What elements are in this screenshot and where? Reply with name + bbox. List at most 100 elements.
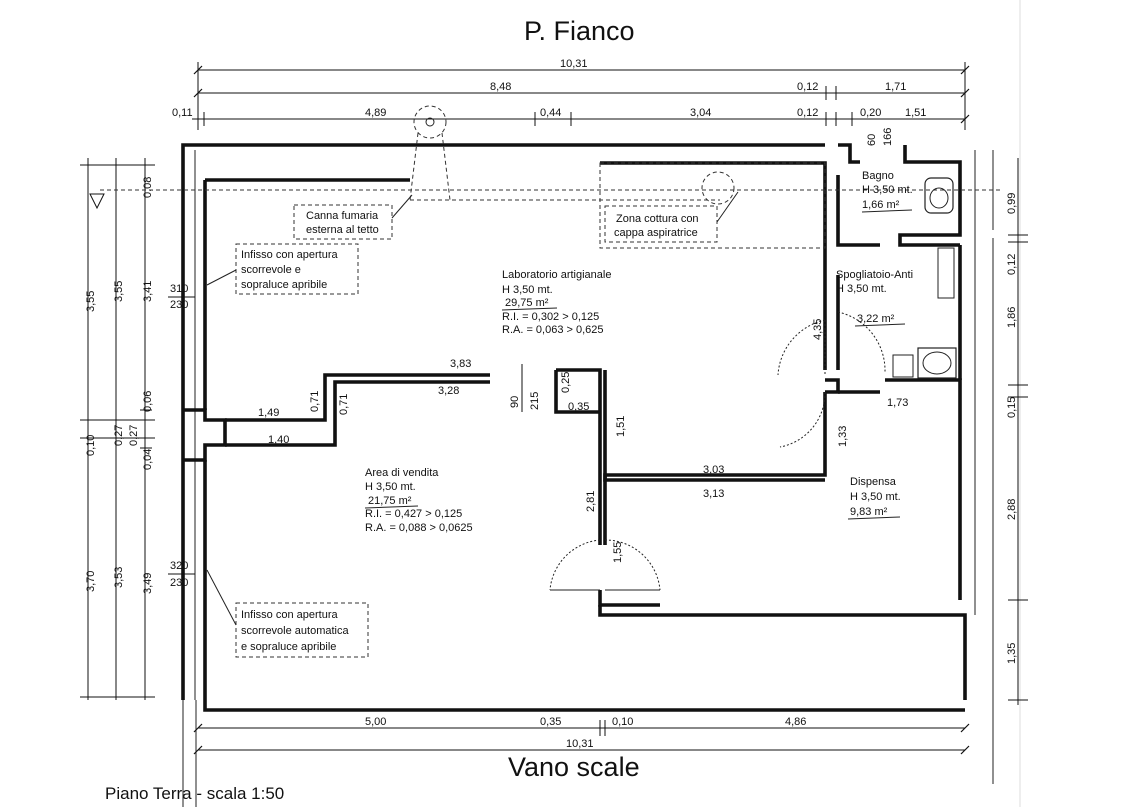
sink-icon: [917, 347, 957, 379]
svg-text:29,75 m²: 29,75 m²: [505, 297, 549, 309]
note-infisso-2: Infisso con apertura scorrevole automati…: [206, 569, 369, 658]
dim-top-011: 0,11: [172, 107, 193, 119]
dim-right-099: 0,99: [1006, 193, 1018, 214]
dim-left-349: 3,49: [142, 573, 154, 594]
svg-text:Dispensa: Dispensa: [850, 476, 897, 488]
svg-text:3,22 m²: 3,22 m²: [857, 313, 895, 325]
locker-icon: [937, 247, 955, 299]
svg-text:Infisso con apertura: Infisso con apertura: [241, 249, 338, 261]
dim-left-355a: 3,55: [85, 291, 97, 312]
dim-bottom-035: 0,35: [540, 716, 561, 728]
dim-bottom-500: 5,00: [365, 716, 386, 728]
svg-text:scorrevole automatica: scorrevole automatica: [241, 625, 349, 637]
svg-text:esterna al tetto: esterna al tetto: [306, 224, 379, 236]
chimney-shaft: [409, 105, 735, 205]
svg-text:scorrevole e: scorrevole e: [241, 264, 301, 276]
note-canna: Canna fumaria esterna al tetto: [293, 194, 413, 240]
svg-text:R.A. = 0,088 > 0,0625: R.A. = 0,088 > 0,0625: [365, 522, 473, 534]
svg-text:166: 166: [882, 128, 894, 146]
dim-left-353: 3,53: [113, 567, 125, 588]
dim-right-186: 1,86: [1006, 307, 1018, 328]
svg-text:Infisso con apertura: Infisso con apertura: [241, 609, 338, 621]
dim-left-008: 0,08: [142, 177, 154, 198]
svg-text:1,55: 1,55: [612, 542, 624, 563]
dim-left-027a: 0,27: [113, 425, 125, 446]
dim-left-006: 0,06: [142, 391, 154, 412]
left-dimension-lines: [80, 158, 155, 700]
window1-top-height: 310: [170, 283, 188, 295]
window2-top-height: 320: [170, 560, 188, 572]
dim-right-135: 1,35: [1006, 643, 1018, 664]
dim-top-171: 1,71: [885, 81, 906, 93]
top-dimension-lines: [192, 62, 970, 130]
svg-text:90: 90: [509, 396, 521, 408]
svg-text:1,51: 1,51: [615, 416, 627, 437]
bottom-dimension-lines: [193, 720, 970, 755]
dim-top-total: 10,31: [560, 58, 588, 70]
door-swings: [549, 311, 886, 591]
dim-left-355b: 3,55: [113, 281, 125, 302]
dim-top-012a: 0,12: [797, 81, 818, 93]
svg-text:1,66 m²: 1,66 m²: [862, 199, 900, 211]
cooking-zone: [599, 162, 826, 249]
svg-text:H 3,50 mt.: H 3,50 mt.: [862, 184, 913, 196]
room-dispensa: Dispensa H 3,50 mt. 9,83 m²: [847, 476, 901, 520]
svg-text:3,28: 3,28: [438, 385, 459, 397]
svg-text:1,40: 1,40: [268, 434, 289, 446]
svg-text:3,13: 3,13: [703, 488, 724, 500]
room-laboratorio: Laboratorio artigianale H 3,50 mt. 29,75…: [501, 269, 611, 336]
svg-text:4,35: 4,35: [812, 319, 824, 340]
toilet-icon: [924, 177, 954, 214]
dim-top-304: 3,04: [690, 107, 711, 119]
dim-left-341: 3,41: [142, 281, 154, 302]
svg-text:215: 215: [529, 392, 541, 410]
note-cottura: Zona cottura con cappa aspiratrice: [604, 191, 739, 243]
svg-text:Canna fumaria: Canna fumaria: [306, 210, 379, 222]
dim-top-151: 1,51: [905, 107, 926, 119]
bathroom-fixtures: [892, 177, 957, 379]
dim-right-012: 0,12: [1006, 254, 1018, 275]
room-vendita: Area di vendita H 3,50 mt. 21,75 m² R.I.…: [364, 467, 473, 534]
dim-right-015: 0,15: [1006, 397, 1018, 418]
dim-top-020: 0,20: [860, 107, 881, 119]
svg-text:2,81: 2,81: [585, 491, 597, 512]
right-dimension-lines: [1008, 158, 1028, 705]
svg-text:H 3,50 mt.: H 3,50 mt.: [836, 283, 887, 295]
window1-bottom-height: 230: [170, 299, 188, 311]
note-infisso-1: Infisso con apertura scorrevole e sopral…: [206, 243, 359, 295]
svg-text:Bagno: Bagno: [862, 170, 894, 182]
dim-top-489: 4,89: [365, 107, 386, 119]
window2-bottom-height: 230: [170, 577, 188, 589]
svg-text:cappa aspiratrice: cappa aspiratrice: [614, 227, 698, 239]
svg-text:3,03: 3,03: [703, 464, 724, 476]
svg-text:1,49: 1,49: [258, 407, 279, 419]
dim-left-010: 0,10: [85, 435, 97, 456]
svg-text:1,33: 1,33: [837, 426, 849, 447]
svg-text:H 3,50 mt.: H 3,50 mt.: [850, 491, 901, 503]
svg-text:H 3,50 mt.: H 3,50 mt.: [365, 481, 416, 493]
svg-text:Spogliatoio-Anti: Spogliatoio-Anti: [836, 269, 913, 281]
dim-left-004: 0,04: [142, 449, 154, 470]
cabinet-icon: [892, 354, 914, 378]
dim-top-012b: 0,12: [797, 107, 818, 119]
svg-text:9,83 m²: 9,83 m²: [850, 506, 888, 518]
dim-bottom-total: 10,31: [566, 738, 594, 750]
dim-left-370: 3,70: [85, 571, 97, 592]
dim-bottom-010: 0,10: [612, 716, 633, 728]
room-spogliatoio: Spogliatoio-Anti H 3,50 mt. 3,22 m²: [836, 269, 913, 327]
svg-text:1,73: 1,73: [887, 397, 908, 409]
svg-text:0,71: 0,71: [309, 391, 321, 412]
svg-text:0,71: 0,71: [338, 394, 350, 415]
title-bottom: Vano scale: [508, 752, 640, 782]
svg-text:0,25: 0,25: [560, 372, 572, 393]
svg-text:Area di vendita: Area di vendita: [365, 467, 439, 479]
dim-bottom-486: 4,86: [785, 716, 806, 728]
svg-text:21,75 m²: 21,75 m²: [368, 495, 412, 507]
footer-scale: Piano Terra - scala 1:50: [105, 784, 285, 803]
svg-text:R.A. = 0,063 > 0,625: R.A. = 0,063 > 0,625: [502, 324, 604, 336]
dim-right-288: 2,88: [1006, 499, 1018, 520]
dim-left-027b: 0,27: [128, 425, 140, 446]
svg-text:3,83: 3,83: [450, 358, 471, 370]
svg-text:0,35: 0,35: [568, 401, 589, 413]
